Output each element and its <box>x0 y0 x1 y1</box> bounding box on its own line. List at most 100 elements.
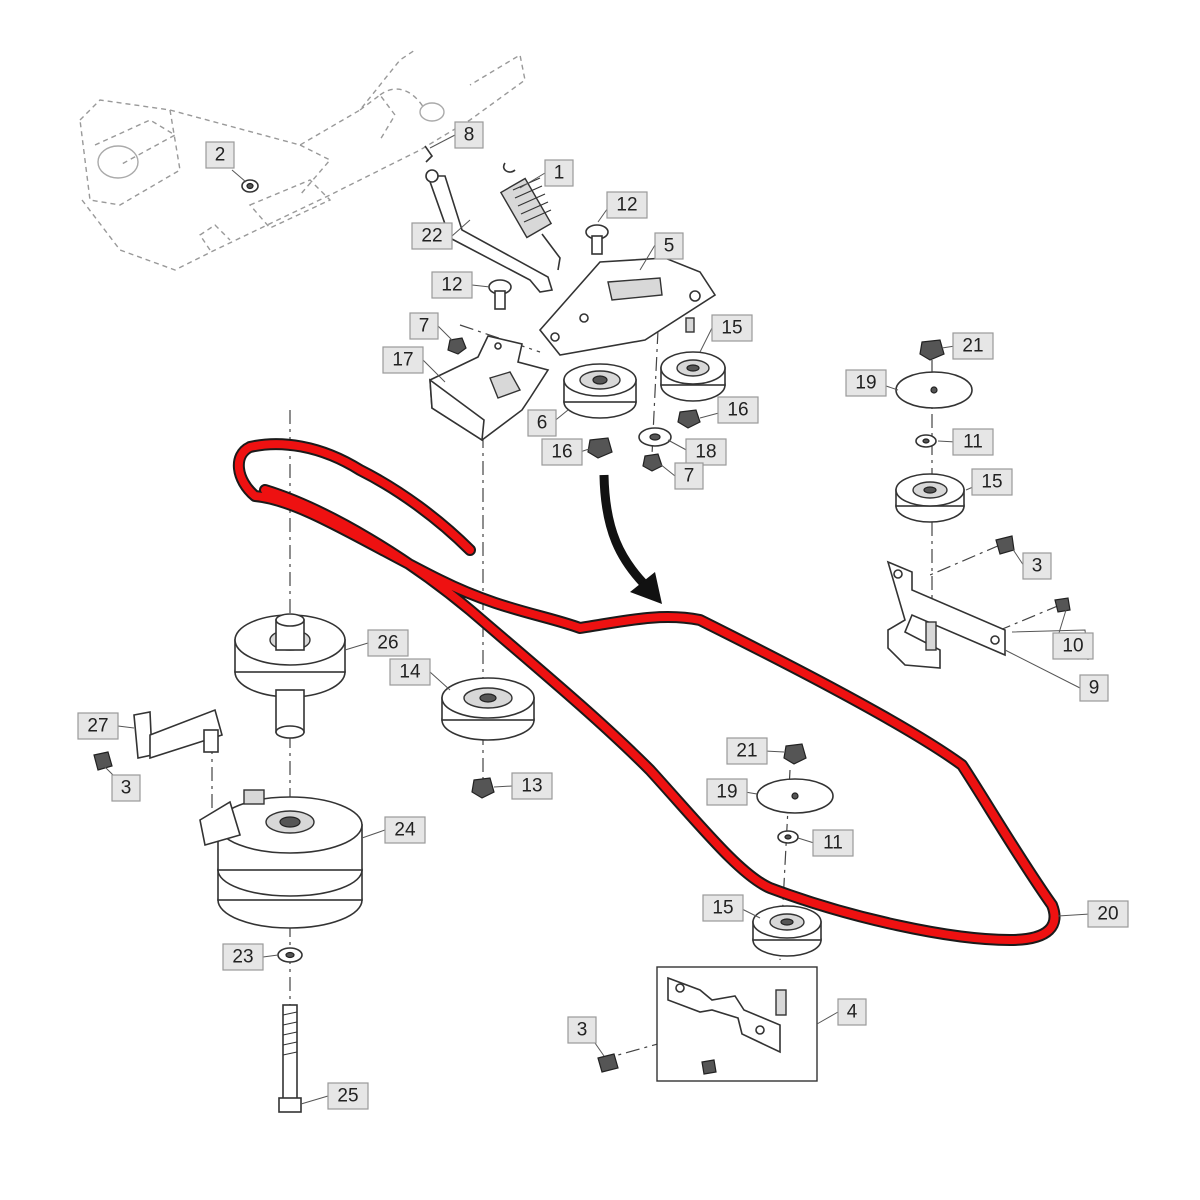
callout-10: 10 <box>1052 632 1094 660</box>
svg-text:25: 25 <box>337 1086 358 1107</box>
svg-text:24: 24 <box>394 820 416 841</box>
callout-16-left: 16 <box>541 438 583 466</box>
callout-8: 8 <box>454 121 484 149</box>
ghost-frame-assembly <box>79 49 526 271</box>
svg-text:23: 23 <box>232 947 253 968</box>
callout-15-lower: 15 <box>702 894 744 922</box>
svg-text:16: 16 <box>551 442 572 463</box>
callout-12-left: 12 <box>431 271 473 299</box>
callout-27: 27 <box>77 712 119 740</box>
callout-3-lower: 3 <box>567 1016 597 1044</box>
svg-text:10: 10 <box>1062 636 1083 657</box>
svg-text:15: 15 <box>712 898 733 919</box>
svg-text:18: 18 <box>695 442 716 463</box>
callout-19-right: 19 <box>845 369 887 397</box>
svg-text:21: 21 <box>962 336 983 357</box>
bolt-12-left <box>488 279 512 310</box>
callout-24: 24 <box>384 816 426 844</box>
svg-text:4: 4 <box>847 1002 858 1023</box>
right-idler-stack <box>886 339 1089 669</box>
nut-7-lower <box>642 453 663 472</box>
washer-2 <box>241 179 259 193</box>
bracket-27 <box>93 708 223 771</box>
svg-text:9: 9 <box>1089 678 1100 699</box>
pto-clutch-24 <box>199 789 363 929</box>
svg-text:21: 21 <box>736 741 757 762</box>
callout-21-lower: 21 <box>726 737 768 765</box>
callout-17: 17 <box>382 346 424 374</box>
callout-6: 6 <box>527 409 557 437</box>
svg-text:12: 12 <box>441 275 462 296</box>
svg-text:7: 7 <box>419 316 430 337</box>
callout-22: 22 <box>411 222 453 250</box>
svg-text:27: 27 <box>87 716 108 737</box>
svg-text:11: 11 <box>823 833 843 854</box>
callout-19-lower: 19 <box>706 778 748 806</box>
callout-7-left: 7 <box>409 312 439 340</box>
v-idler-15-top <box>660 351 726 402</box>
lower-idler-stack <box>752 743 834 957</box>
bracket-4-box <box>656 966 818 1082</box>
svg-text:19: 19 <box>855 373 876 394</box>
callout-20: 20 <box>1087 900 1129 928</box>
callout-18: 18 <box>685 438 727 466</box>
svg-text:26: 26 <box>377 633 398 654</box>
svg-text:15: 15 <box>981 472 1002 493</box>
engine-pulley-26 <box>234 613 346 739</box>
svg-text:22: 22 <box>421 226 442 247</box>
callout-7-lower: 7 <box>674 462 704 490</box>
nut-7-left <box>447 337 467 355</box>
svg-text:20: 20 <box>1097 904 1118 925</box>
washer-23 <box>277 947 303 963</box>
svg-text:6: 6 <box>537 413 548 434</box>
svg-text:8: 8 <box>464 125 475 146</box>
callout-3-right: 3 <box>1022 552 1052 580</box>
callout-2: 2 <box>205 141 235 169</box>
hairpin-clip <box>424 145 434 163</box>
svg-text:17: 17 <box>392 350 413 371</box>
svg-text:2: 2 <box>215 145 226 166</box>
svg-text:1: 1 <box>554 163 565 184</box>
flat-idler-14 <box>441 677 535 741</box>
callout-13: 13 <box>511 772 553 800</box>
bracket-17 <box>429 335 550 442</box>
nut-13 <box>471 777 495 799</box>
tension-spring <box>499 162 561 271</box>
svg-text:5: 5 <box>664 236 675 257</box>
svg-text:14: 14 <box>399 662 421 683</box>
callout-26: 26 <box>367 629 409 657</box>
washer-18 <box>638 427 672 447</box>
idler-plate <box>538 257 717 356</box>
callout-3-left: 3 <box>111 774 141 802</box>
drive-belt <box>232 438 1061 946</box>
callout-16-right: 16 <box>717 396 759 424</box>
nut-16-a <box>587 437 613 459</box>
svg-text:3: 3 <box>1032 556 1043 577</box>
svg-text:3: 3 <box>121 778 132 799</box>
callout-5: 5 <box>654 232 684 260</box>
bolt-12-right <box>585 224 609 255</box>
svg-text:11: 11 <box>963 432 983 453</box>
svg-text:16: 16 <box>727 400 748 421</box>
callout-4: 4 <box>837 998 867 1026</box>
callout-11-right: 11 <box>952 428 994 456</box>
callout-9: 9 <box>1079 674 1109 702</box>
svg-text:12: 12 <box>616 195 637 216</box>
svg-text:3: 3 <box>577 1020 588 1041</box>
callout-15-right: 15 <box>971 468 1013 496</box>
svg-text:13: 13 <box>521 776 542 797</box>
centerlines <box>211 324 1061 1061</box>
idler-rod <box>425 169 554 293</box>
callout-14: 14 <box>389 658 431 686</box>
belt-direction-arrow <box>599 474 662 604</box>
svg-text:15: 15 <box>721 318 742 339</box>
callout-15-top: 15 <box>711 314 753 342</box>
svg-text:19: 19 <box>716 782 737 803</box>
callout-12-right: 12 <box>606 191 648 219</box>
svg-text:7: 7 <box>684 466 695 487</box>
callout-11-lower: 11 <box>812 829 854 857</box>
nut-16-b <box>677 409 701 429</box>
callout-25: 25 <box>327 1082 369 1110</box>
callout-23: 23 <box>222 943 264 971</box>
